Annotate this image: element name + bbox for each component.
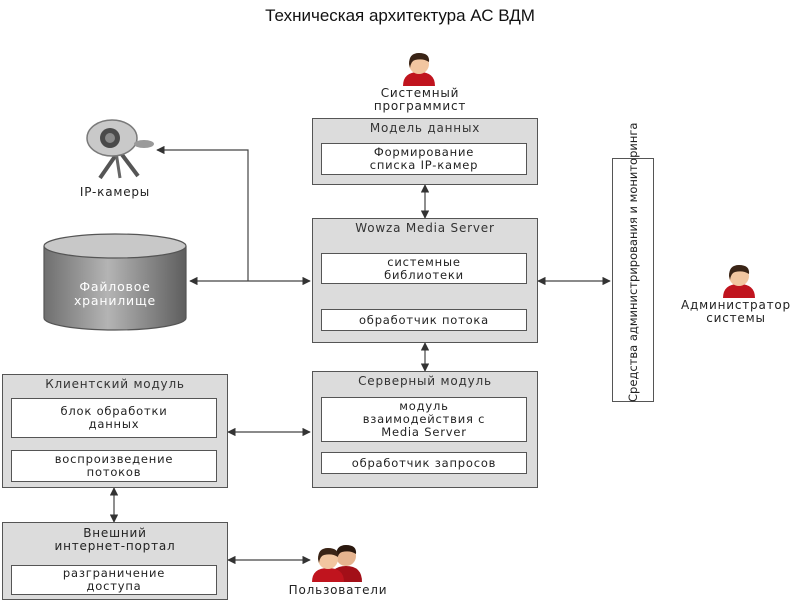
file-storage-label: Файловое хранилище [73,279,157,308]
internet-portal-title: Внешний интернет-портал [54,526,176,553]
ip-cameras-label: IP-камеры [79,185,151,199]
client-module-title: Клиентский модуль [45,377,185,391]
internet-portal-box: Внешний интернет-портал разграничение до… [2,522,228,600]
wowza-server-box: Wowza Media Server системные библиотеки … [312,218,538,343]
users-label: Пользователи [288,583,388,597]
client-module-box: Клиентский модуль блок обработки данных … [2,374,228,488]
person-icon [723,265,755,298]
users-icon [312,545,362,582]
person-icon [403,53,435,86]
server-module-title: Серверный модуль [358,374,492,388]
admin-tools-label: Средства администрирования и мониторинга [626,122,640,402]
request-handler: обработчик запросов [321,452,527,474]
data-model-title: Модель данных [369,121,481,135]
stream-playback: воспроизведение потоков [11,450,217,482]
data-model-box: Модель данных Формирование списка IP-кам… [312,118,538,185]
camera-list-forming: Формирование списка IP-камер [321,143,527,175]
programmer-label: Системный программист [373,86,467,113]
diagram-title: Техническая архитектура АС ВДМ [265,6,535,25]
admin-tools-bar: Средства администрирования и мониторинга [612,122,654,402]
wowza-title: Wowza Media Server [355,221,495,235]
system-libraries: системные библиотеки [321,253,527,284]
file-storage-icon [43,233,187,331]
media-server-interaction: модуль взаимодействия с Media Server [321,397,527,442]
access-control: разграничение доступа [11,565,217,595]
server-module-box: Серверный модуль модуль взаимодействия с… [312,371,538,488]
data-processing-block: блок обработки данных [11,398,217,438]
stream-handler: обработчик потока [321,309,527,331]
administrator-label: Администратор системы [681,298,791,325]
ip-camera-icon [86,119,154,180]
